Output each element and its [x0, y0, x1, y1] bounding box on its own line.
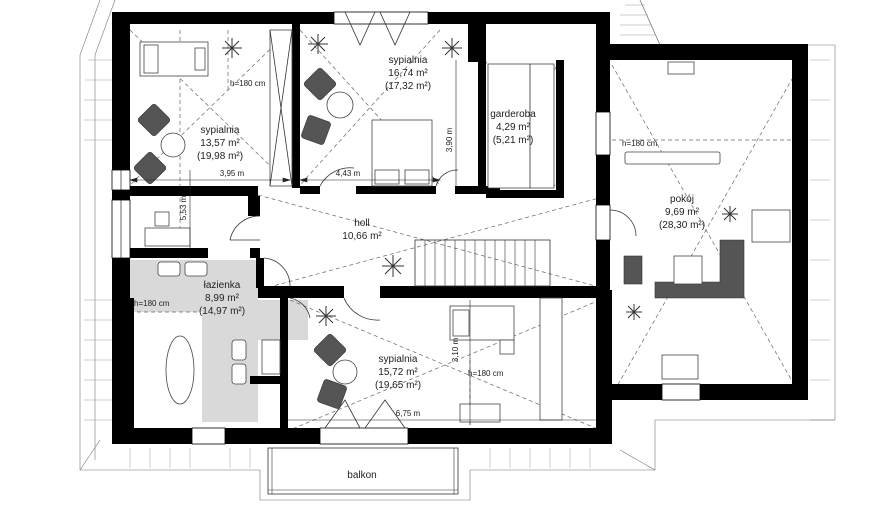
- height-note: h=180 cm: [230, 79, 266, 88]
- room-name: sypialnia: [389, 55, 428, 66]
- dimension-lines: [128, 60, 596, 425]
- bed-bedroom2: [371, 119, 433, 187]
- dimension-label: 3,90 m: [445, 127, 454, 152]
- room-label-room: pokój 9,69 m² (28,30 m²): [659, 194, 705, 231]
- room-area: 13,57 m²: [200, 138, 240, 149]
- roof-outline: [79, 0, 836, 501]
- room-name: łazienka: [204, 280, 241, 291]
- armchairs-bedroom2: [301, 67, 354, 145]
- armchairs-bedroom3: [313, 333, 358, 409]
- room-label-bedroom3: sypialnia 15,72 m² (19,65 m²): [375, 354, 421, 391]
- walls: [112, 12, 808, 444]
- height-note: h=180 cm: [622, 139, 658, 148]
- door-swings: [229, 11, 637, 429]
- bed-bedroom1: [139, 41, 209, 77]
- room-area-total: (17,32 m²): [385, 81, 431, 92]
- dimension-label: 3,95 m: [220, 169, 245, 178]
- room-label-bedroom1: sypialnia 13,57 m² (19,98 m²): [197, 125, 243, 162]
- height-note: h=180 cm: [134, 299, 170, 308]
- bathroom-floor-grey-2: [202, 312, 258, 422]
- height-note: h=180 cm: [468, 369, 504, 378]
- staircase: [414, 239, 551, 287]
- dimension-label: 6,75 m: [396, 409, 421, 418]
- balcony: [267, 447, 459, 495]
- room-label-hall: holl 10,66 m²: [342, 218, 382, 242]
- room-area: 15,72 m²: [378, 367, 418, 378]
- room-area-total: (5,21 m²): [493, 135, 534, 146]
- wardrobe-bedroom3: [539, 297, 563, 421]
- room-area: 9,69 m²: [665, 207, 700, 218]
- desk-bedroom3: [459, 339, 515, 423]
- bathroom-fixtures: [157, 261, 281, 405]
- room-area-total: (28,30 m²): [659, 220, 705, 231]
- room-name: sypialnia: [379, 354, 418, 365]
- room-name: garderoba: [490, 109, 536, 120]
- room-label-wardrobe: garderoba 4,29 m² (5,21 m²): [490, 109, 536, 146]
- dimension-label: 3,10 m: [451, 337, 460, 362]
- armchair-1: [133, 103, 186, 185]
- room-area-total: (14,97 m²): [199, 306, 245, 317]
- room-area: 8,99 m²: [205, 293, 240, 304]
- plants: [222, 34, 738, 326]
- room-label-balcony: balkon: [347, 470, 376, 481]
- room-area: 4,29 m²: [496, 122, 531, 133]
- desk-bedroom1: [144, 211, 191, 247]
- windows: [111, 11, 701, 445]
- dimension-label: 4,43 m: [336, 169, 361, 178]
- room-label-bedroom2: sypialnia 16,74 m² (17,32 m²): [385, 55, 431, 92]
- bed-bedroom3: [449, 305, 515, 341]
- room-area-total: (19,65 m²): [375, 380, 421, 391]
- room-name: sypialnia: [201, 125, 240, 136]
- room-area: 10,66 m²: [342, 231, 382, 242]
- room-area-total: (19,98 m²): [197, 151, 243, 162]
- room-name: holl: [354, 218, 370, 229]
- room-label-bathroom: łazienka 8,99 m² (14,97 m²): [199, 280, 245, 317]
- room-area: 16,74 m²: [388, 68, 428, 79]
- room-name: pokój: [670, 194, 694, 205]
- wardrobe-bedroom1: [269, 29, 293, 187]
- dimension-label: 5,53 m: [179, 195, 188, 220]
- wardrobe-closet: [487, 63, 555, 189]
- sofa-right-room: [623, 61, 791, 380]
